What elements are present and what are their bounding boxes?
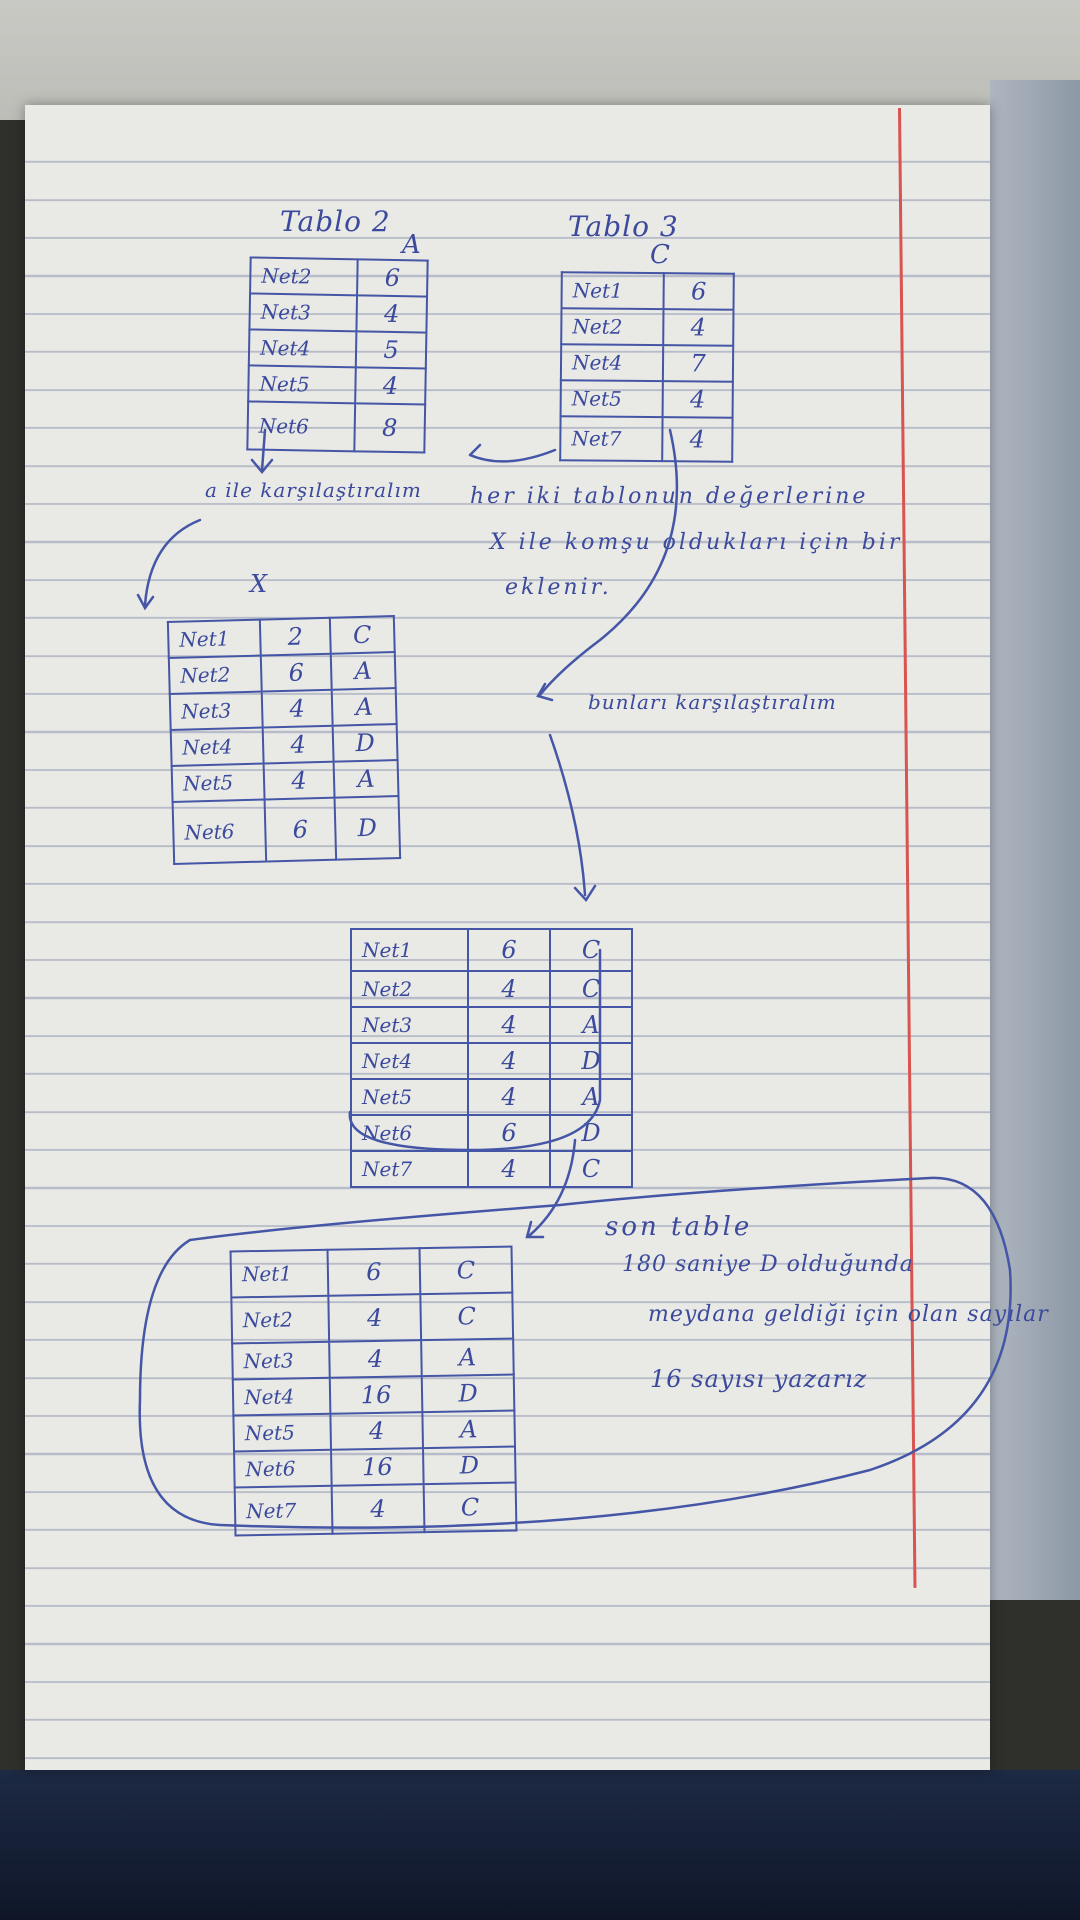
outline-merged [348, 948, 602, 1152]
table3-title: Tablo 3 [568, 210, 679, 243]
cell-value: 4 [467, 970, 551, 1008]
cell-group: A [549, 1006, 633, 1044]
note-final-line4: 16 sayısı yazarız [650, 1365, 868, 1393]
cell-value: 4 [467, 1006, 551, 1044]
arrow-to-final [525, 1138, 577, 1239]
arrow-to-table-x [136, 518, 202, 611]
cell-group: C [549, 970, 633, 1008]
cell-value: 4 [467, 1150, 551, 1188]
arrow-to-merged [548, 733, 597, 903]
cell-value: 6 [467, 1114, 551, 1152]
note-both-tables-line3: eklenir. [505, 575, 612, 600]
net-label: Net3 [350, 1006, 469, 1044]
cell-group: A [549, 1078, 633, 1116]
net-label: Net1 [350, 928, 469, 972]
arrow-to-compare [536, 428, 679, 702]
background-notebook-edge [990, 80, 1080, 1600]
cell-value: 4 [467, 1078, 551, 1116]
cell-group: C [549, 928, 633, 972]
net-label: Net6 [350, 1114, 469, 1152]
note-compare-left: a ile karşılaştıralım [205, 478, 422, 502]
cell-group: D [549, 1042, 633, 1080]
background-top [0, 0, 1080, 120]
table2-title: Tablo 2 [280, 205, 391, 238]
arrow-double-curve [468, 443, 557, 463]
outline-final-cloud [138, 1176, 1012, 1529]
note-both-tables-line2: X ile komşu oldukları için bir [490, 530, 903, 555]
note-final-line3: meydana geldiği için olan sayılar [648, 1302, 1049, 1327]
net-label: Net5 [350, 1078, 469, 1116]
note-final-title: son table [605, 1212, 753, 1242]
note-compare-mid: bunları karşılaştıralım [588, 690, 837, 714]
cell-value: 6 [467, 928, 551, 972]
net-label: Net7 [350, 1150, 469, 1188]
net-label: Net2 [350, 970, 469, 1008]
note-both-tables-line1: her iki tablonun değerlerine [470, 484, 869, 509]
note-final-line2: 180 saniye D olduğunda [622, 1252, 914, 1277]
net-label: Net4 [350, 1042, 469, 1080]
table2-header: A [402, 230, 422, 260]
cell-group: C [549, 1150, 633, 1188]
cell-value: 4 [467, 1042, 551, 1080]
background-floor [0, 1770, 1080, 1920]
arrow-down-table2 [250, 428, 274, 474]
tablex-title: X [250, 570, 269, 598]
table3-header: C [650, 240, 671, 270]
